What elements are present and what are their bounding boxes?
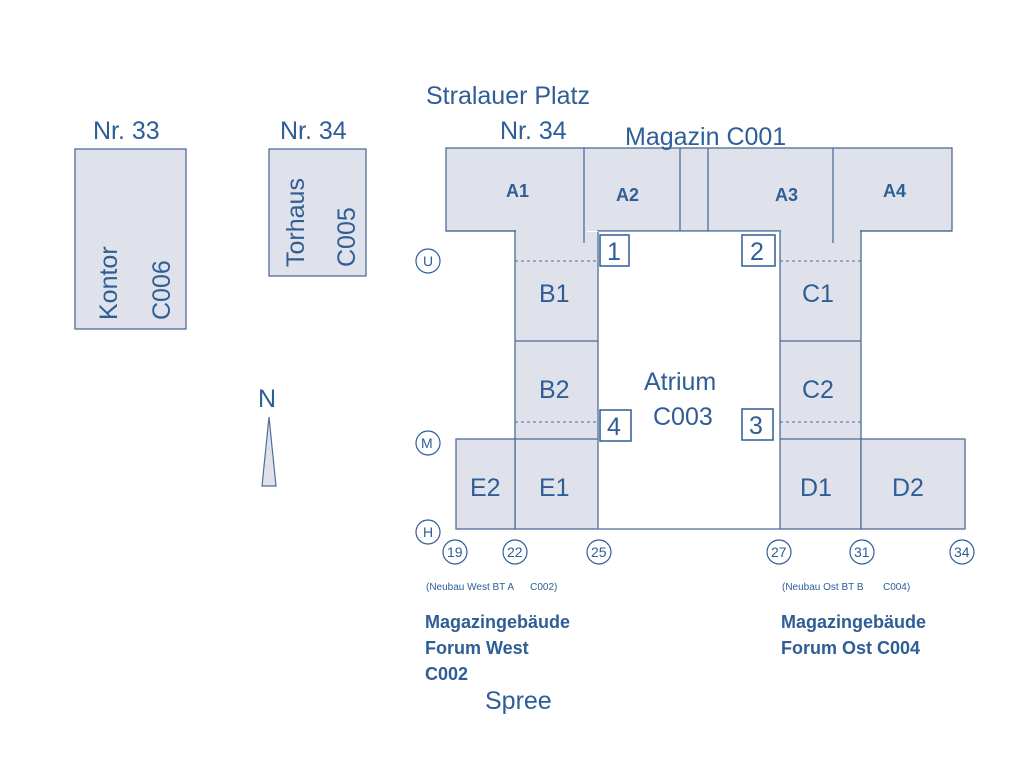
north-arrow-icon (261, 416, 277, 487)
section-e2[interactable] (455, 438, 516, 530)
svg-text:31: 31 (854, 544, 870, 560)
magazin-label: Magazin C001 (625, 123, 786, 151)
street-label: Stralauer Platz (426, 82, 590, 110)
svg-text:22: 22 (507, 544, 523, 560)
kontor-number: Nr. 33 (93, 117, 160, 145)
svg-text:4: 4 (607, 413, 621, 441)
marker-u: U (415, 248, 441, 274)
west-title-1: Magazingebäude (425, 612, 570, 632)
section-d2[interactable] (860, 438, 966, 530)
torhaus-number: Nr. 34 (280, 117, 347, 145)
east-title-2: Forum Ost C004 (781, 638, 920, 658)
section-e2-label: E2 (470, 474, 501, 502)
section-a1-label: A1 (506, 181, 529, 201)
svg-text:25: 25 (591, 544, 607, 560)
stair-2[interactable]: 2 (741, 234, 776, 267)
section-d2-label: D2 (892, 474, 924, 502)
section-e1-label: E1 (539, 474, 570, 502)
section-c2-label: C2 (802, 376, 834, 404)
axis-31: 31 (849, 539, 875, 565)
section-a-wing[interactable] (445, 147, 953, 232)
east-note: (Neubau Ost BT B C004) (782, 582, 910, 593)
axis-34: 34 (949, 539, 975, 565)
stair-1[interactable]: 1 (599, 234, 630, 267)
main-complex (445, 147, 966, 530)
north-arrow: N (258, 385, 277, 487)
north-label: N (258, 385, 276, 413)
west-note: (Neubau West BT A C002) (426, 582, 557, 593)
west-title-2: Forum West (425, 638, 529, 658)
svg-text:34: 34 (954, 544, 970, 560)
svg-text:2: 2 (750, 238, 764, 266)
svg-text:27: 27 (771, 544, 787, 560)
svg-text:H: H (423, 524, 433, 540)
axis-22: 22 (502, 539, 528, 565)
section-b-wing[interactable] (514, 230, 599, 530)
svg-text:U: U (423, 253, 433, 269)
section-a3-label: A3 (775, 185, 798, 205)
axis-19: 19 (442, 539, 468, 565)
section-b1-label: B1 (539, 280, 570, 308)
section-c-wing[interactable] (779, 230, 862, 530)
section-d1-label: D1 (800, 474, 832, 502)
atrium-name: Atrium (644, 368, 716, 396)
svg-text:1: 1 (607, 238, 621, 266)
torhaus-building[interactable]: Nr. 34 Torhaus C005 (268, 117, 367, 277)
svg-text:19: 19 (447, 544, 463, 560)
svg-text:3: 3 (749, 412, 763, 440)
torhaus-name: Torhaus (282, 178, 310, 267)
stair-3[interactable]: 3 (741, 408, 774, 441)
section-a2-label: A2 (616, 185, 639, 205)
east-title-1: Magazingebäude (781, 612, 926, 632)
section-c1-label: C1 (802, 280, 834, 308)
axis-25: 25 (586, 539, 612, 565)
section-a4-label: A4 (883, 181, 906, 201)
kontor-code: C006 (148, 260, 176, 320)
kontor-building[interactable]: Nr. 33 Kontor C006 (74, 117, 187, 330)
section-b2-label: B2 (539, 376, 570, 404)
stair-4[interactable]: 4 (599, 409, 632, 442)
torhaus-code: C005 (333, 207, 361, 267)
marker-h: H (415, 519, 441, 545)
axis-27: 27 (766, 539, 792, 565)
main-number: Nr. 34 (500, 117, 567, 145)
atrium-code: C003 (653, 403, 713, 431)
kontor-name: Kontor (95, 246, 123, 320)
marker-m: M (415, 430, 441, 456)
west-title-3: C002 (425, 664, 468, 684)
svg-text:M: M (421, 435, 433, 451)
river-label: Spree (485, 687, 552, 715)
